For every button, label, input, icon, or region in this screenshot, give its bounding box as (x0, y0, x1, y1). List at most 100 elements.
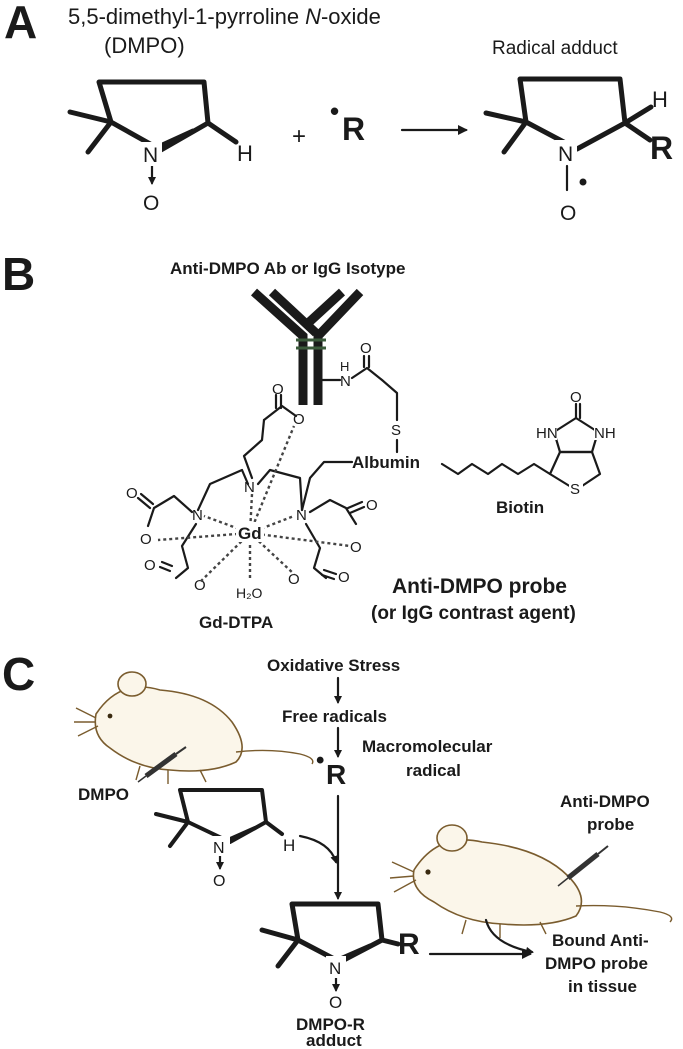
bound-probe-label-1: Bound Anti- (552, 931, 649, 950)
mouse-right-whiskers (389, 861, 417, 893)
s-bg (569, 480, 583, 496)
coord-o-right (249, 531, 351, 548)
adduct-atom-o: O (560, 202, 576, 225)
anti-dmpo-probe-label-1: Anti-DMPO (560, 792, 650, 811)
adduct-c-methyl-1 (259, 927, 301, 943)
c-dmpo-ring (178, 788, 268, 844)
dmpo-r-adduct-label-1: DMPO-R (296, 1015, 365, 1034)
probe-title: Anti-DMPO probe (392, 575, 567, 598)
free-radicals-label: Free radicals (282, 707, 387, 726)
atom-o: O (143, 192, 159, 215)
syringe-right-barrel (566, 852, 600, 880)
macromolecular-label-2: radical (406, 761, 461, 780)
adduct-c-atom-n: N (329, 959, 341, 978)
adduct-c-methyl-2 (275, 937, 301, 969)
dmpo-abbreviation: (DMPO) (104, 33, 185, 58)
c-ch-bond (264, 820, 284, 836)
adduct-atom-n: N (558, 143, 573, 166)
gd-dtpa-structure: O O N N N O O O O O O O O (126, 381, 378, 601)
gd-label-bg (236, 522, 264, 542)
adduct-c-atom-o: O (329, 993, 342, 1012)
anti-dmpo-probe-label-2: probe (587, 815, 634, 834)
dtpa-o-top-2: O (293, 411, 305, 428)
dmpo-r-adduct-structure: N O R (259, 901, 420, 1012)
biotin-linker (440, 462, 552, 476)
biotin-atom-o: O (570, 389, 582, 406)
dmpo-structure-a: N O H (67, 79, 253, 215)
c-radical-dot: • (316, 747, 324, 774)
co-right-2a (322, 568, 338, 576)
oxidative-stress-label: Oxidative Stress (267, 656, 400, 675)
c-atom-o: O (213, 873, 225, 890)
ureido-ring (552, 416, 600, 454)
antibody-heavy-right (313, 288, 364, 405)
mouse-left-whiskers (74, 707, 99, 737)
adduct-methyl-1 (483, 110, 529, 125)
c-methyl-2 (168, 820, 190, 848)
dmpo-ring (96, 79, 211, 153)
antibody-icon (250, 288, 364, 405)
dtpa-o-left-4: O (194, 577, 206, 594)
adduct-r-bond (622, 120, 653, 143)
ch-bond (205, 120, 239, 145)
macromolecular-label-1: Macromolecular (362, 737, 493, 756)
dmpo-name-suffix: -oxide (321, 4, 381, 29)
adduct-n-bg (555, 140, 577, 164)
atom-s-thioether: S (391, 422, 401, 439)
plus-sign: + (292, 123, 306, 150)
adduct-c-atom-r: R (398, 928, 420, 961)
adduct-methyl-2 (501, 119, 529, 155)
adduct-h-bond (622, 104, 654, 126)
syringe-left-plunger (175, 746, 187, 755)
antibody-light-right (302, 288, 346, 329)
adduct-atom-h: H (652, 87, 668, 112)
syringe-left-barrel (144, 751, 178, 779)
coord-o-top (248, 425, 296, 534)
co-left-2a (160, 560, 174, 568)
adduct-ring (517, 76, 628, 152)
dtpa-o-right-4: O (288, 571, 300, 588)
c-n-bg (210, 836, 230, 856)
panel-b: B Anti-DMPO Ab or IgG Isotype H N O S Al… (2, 248, 616, 632)
atom-n: N (143, 144, 158, 167)
radical-dot: • (330, 96, 339, 126)
radical-adduct-title: Radical adduct (492, 38, 618, 59)
biotin-structure: O HN NH S (535, 389, 616, 498)
water-ligand: H₂O (236, 585, 263, 601)
panel-a-letter: A (4, 0, 37, 48)
mouse-left-legs (135, 765, 207, 784)
atom-n-amide: N (340, 373, 351, 390)
biotin-atom-s: S (570, 481, 580, 498)
atom-h: H (237, 141, 253, 166)
dtpa-arm-right-2 (304, 522, 328, 580)
c-methyl-1 (154, 812, 190, 824)
mouse-right-ear (436, 824, 468, 852)
biotin-label: Biotin (496, 498, 544, 517)
atom-o-amide: O (360, 340, 372, 357)
co-right-1a (346, 500, 364, 510)
linker-chain (350, 366, 399, 422)
co-left-2b (158, 565, 172, 573)
adduct-c-ring (289, 901, 385, 965)
dtpa-arm-left-2 (174, 522, 198, 580)
probe-subtitle: (or IgG contrast agent) (371, 603, 576, 624)
gd-atom: Gd (238, 524, 262, 543)
mouse-left-body (94, 686, 243, 772)
dtpa-center-arm (242, 418, 266, 480)
mouse-right-eye (425, 869, 431, 875)
dmpo-double-bond (155, 128, 196, 150)
radical-r: R (342, 111, 365, 147)
bound-probe-label-2: DMPO probe (545, 954, 648, 973)
methyl-bond-2 (85, 119, 114, 155)
syringe-left-needle (137, 775, 147, 783)
antibody-heavy-left (250, 288, 308, 405)
co-right-1b (348, 505, 366, 515)
nitroxide-radical-dot (579, 178, 587, 186)
radical-adduct-structure: N O H R (483, 76, 673, 225)
nh-bg (594, 424, 616, 440)
mouse-right-tail (575, 904, 673, 923)
panel-b-letter: B (2, 248, 35, 300)
